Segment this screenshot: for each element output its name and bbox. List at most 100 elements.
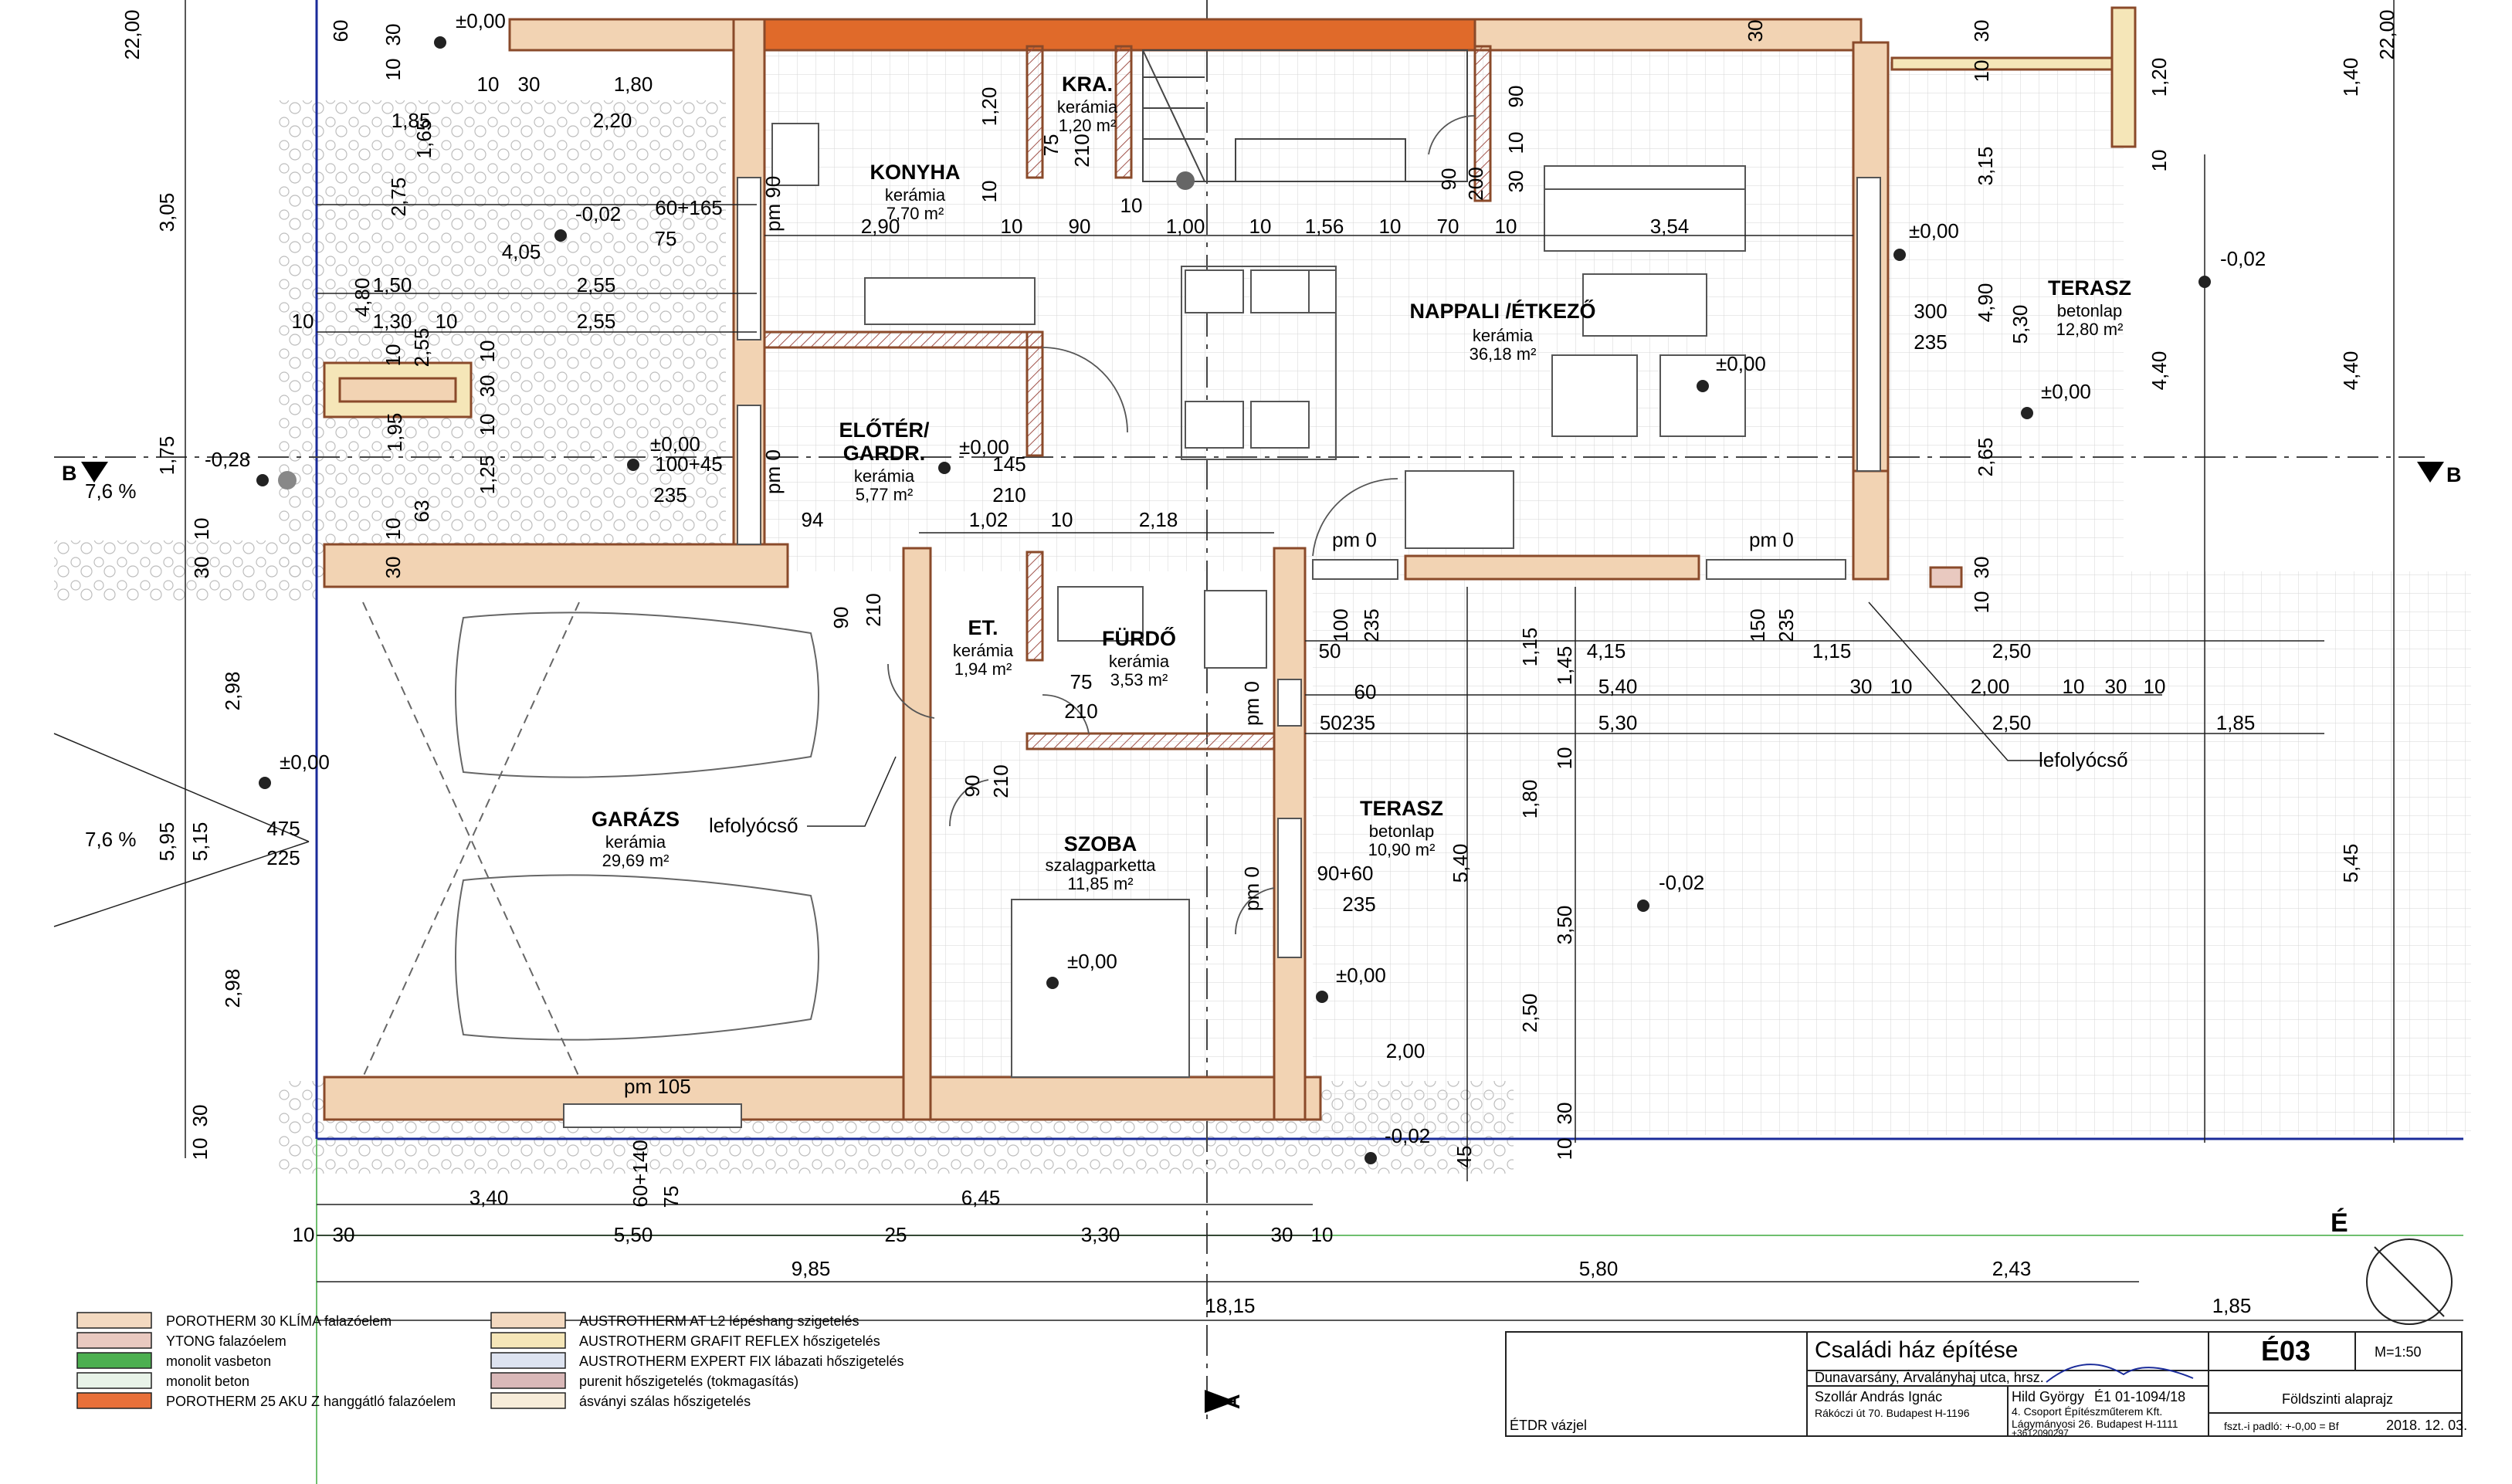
dim-text-vertical: 30 xyxy=(1504,171,1527,193)
dim-text-vertical: 2,55 xyxy=(410,328,433,368)
dim-text: 30 xyxy=(1271,1223,1293,1246)
section-b-right-arrow xyxy=(2417,462,2444,483)
dim-text: 10 xyxy=(1120,194,1143,217)
dim-text-vertical: 90 xyxy=(1437,168,1460,191)
dim-text: 2,55 xyxy=(577,273,616,296)
title-owner-address: Rákóczi út 70. Budapest H-1196 xyxy=(1815,1407,1970,1419)
room-eloter-material: kerámia xyxy=(854,466,915,486)
leader-lines xyxy=(53,601,2042,927)
dim-text-vertical: 30 xyxy=(1744,20,1767,42)
room-terasz-east-area: 12,80 m² xyxy=(2056,320,2124,339)
title-sheet-name: Földszinti alaprajz xyxy=(2282,1391,2393,1407)
north-label: É xyxy=(2331,1208,2348,1238)
dim-text-vertical: 10 xyxy=(381,518,405,540)
title-level-note: fszt.-i padló: +-0,00 = Bf xyxy=(2224,1420,2339,1432)
dim-text-vertical: 210 xyxy=(862,593,885,626)
level-text: ±0,00 xyxy=(650,432,700,456)
dim-text: 30 xyxy=(1850,675,1873,698)
dim-text: 225 xyxy=(266,846,300,869)
title-office-address: Lágymányosi 26. Budapest H-1111 xyxy=(2012,1418,2178,1430)
dim-text: 6,45 xyxy=(961,1186,1001,1209)
dim-text: 2,00 xyxy=(1386,1039,1426,1062)
north-arrow xyxy=(2366,1238,2453,1325)
title-license: É1 01-1094/18 xyxy=(2094,1389,2185,1404)
dim-text: 10 xyxy=(477,73,500,96)
room-kamra-material: kerámia xyxy=(1057,97,1118,117)
dim-text: 25 xyxy=(885,1223,907,1246)
level-text: -0,02 xyxy=(1659,871,1704,894)
dim-text-vertical: 200 xyxy=(1464,167,1487,200)
label-lefolyocso-garage: lefolyócső xyxy=(709,814,798,837)
dim-text: 235 xyxy=(1342,893,1375,916)
dim-text-vertical: 30 xyxy=(1970,557,1993,579)
dim-text-vertical: 1,75 xyxy=(155,436,178,476)
label-pm: pm 0 xyxy=(1749,528,1794,551)
dim-text-vertical: 2,98 xyxy=(221,969,244,1008)
dim-text: 2,55 xyxy=(577,310,616,333)
room-konyha-name: KONYHA xyxy=(870,161,960,184)
room-eloter-area: 5,77 m² xyxy=(856,485,914,504)
title-date: 2018. 12. 03. xyxy=(2386,1418,2467,1433)
dim-text: 2,00 xyxy=(1971,675,2010,698)
title-sheet-code: É03 xyxy=(2261,1335,2310,1367)
dim-text-vertical: 3,15 xyxy=(1974,147,1997,186)
dim-text-vertical: 10 xyxy=(190,518,213,540)
dim-text-vertical: 1,20 xyxy=(2148,58,2171,97)
legend-item: POROTHERM 25 AKU Z hanggátló falazóelem xyxy=(166,1394,456,1409)
legend-item: monolit beton xyxy=(166,1374,249,1389)
dim-text-vertical: 22,00 xyxy=(2375,9,2398,59)
room-furdo-area: 3,53 m² xyxy=(1110,670,1168,689)
legend-item: AUSTROTHERM GRAFIT REFLEX hőszigetelés xyxy=(579,1333,880,1349)
dim-text: 5,40 xyxy=(1598,675,1638,698)
level-text: ±0,00 xyxy=(2041,380,2091,403)
dim-text: 2,50 xyxy=(1992,639,2032,662)
dim-text: 235 xyxy=(1914,330,1947,354)
dim-text: 5,50 xyxy=(614,1223,653,1246)
room-furdo-name: FÜRDŐ xyxy=(1102,626,1176,650)
dim-text-vertical: 30 xyxy=(190,557,213,579)
title-location: Dunavarsány, Árvalányhaj utca, hrsz. xyxy=(1815,1370,2044,1385)
dim-text-vertical: 90 xyxy=(1504,86,1527,108)
room-terasz-south-area: 10,90 m² xyxy=(1368,840,1436,859)
title-block-frame xyxy=(1505,1331,2463,1437)
room-terasz-east-name: TERASZ xyxy=(2048,276,2131,300)
level-text: -0,28 xyxy=(205,448,250,471)
dim-text: 50 xyxy=(1319,639,1341,662)
dim-text-vertical: 10 xyxy=(1970,591,1993,614)
dim-text-vertical: 1,20 xyxy=(978,87,1001,127)
dim-text: 9,85 xyxy=(792,1257,831,1280)
dim-text-vertical: 10 xyxy=(1553,1138,1576,1160)
garage-cars xyxy=(362,601,819,1078)
dim-text-vertical: 10 xyxy=(1553,747,1576,770)
dim-text: 10 xyxy=(2063,675,2085,698)
legend-item: AUSTROTHERM EXPERT FIX lábazati hősziget… xyxy=(579,1354,903,1369)
dim-text-vertical: 100 xyxy=(1329,608,1352,642)
dim-text: 10 xyxy=(1379,215,1402,238)
dimension-lines xyxy=(185,0,2463,1321)
dim-text-vertical: 235 xyxy=(1775,608,1798,642)
dim-text: 30 xyxy=(333,1223,355,1246)
room-nappali-name: NAPPALI /ÉTKEZŐ xyxy=(1409,299,1595,323)
room-nappali-material: kerámia xyxy=(1473,326,1534,345)
legend-item: monolit vasbeton xyxy=(166,1354,271,1369)
section-label-a: A xyxy=(1221,1394,1244,1410)
level-text: ±0,00 xyxy=(1716,352,1766,375)
dim-text: 1,85 xyxy=(2212,1294,2252,1317)
room-kamra-name: KRA. xyxy=(1062,73,1113,96)
dim-text-vertical: 3,05 xyxy=(155,193,178,232)
dim-text: 4,05 xyxy=(502,240,541,263)
dim-text: 50235 xyxy=(1320,711,1375,734)
title-project: Családi ház építése xyxy=(1815,1337,2019,1363)
level-text: ±0,00 xyxy=(1067,950,1117,973)
gravel-strip-west xyxy=(278,100,726,579)
title-architect: Hild György xyxy=(2012,1389,2084,1404)
dim-text-vertical: 2,98 xyxy=(221,672,244,711)
terrace-tiles-east xyxy=(1869,62,2124,571)
label-pm: pm 0 xyxy=(1332,528,1377,551)
level-text: ±0,00 xyxy=(1909,219,1959,242)
room-et-area: 1,94 m² xyxy=(954,659,1012,679)
dim-text-vertical: 22,00 xyxy=(120,9,144,59)
room-szoba-material: szalagparketta xyxy=(1045,856,1156,875)
dim-text: 5,80 xyxy=(1579,1257,1619,1280)
dim-text-vertical: 2,65 xyxy=(1974,438,1997,477)
